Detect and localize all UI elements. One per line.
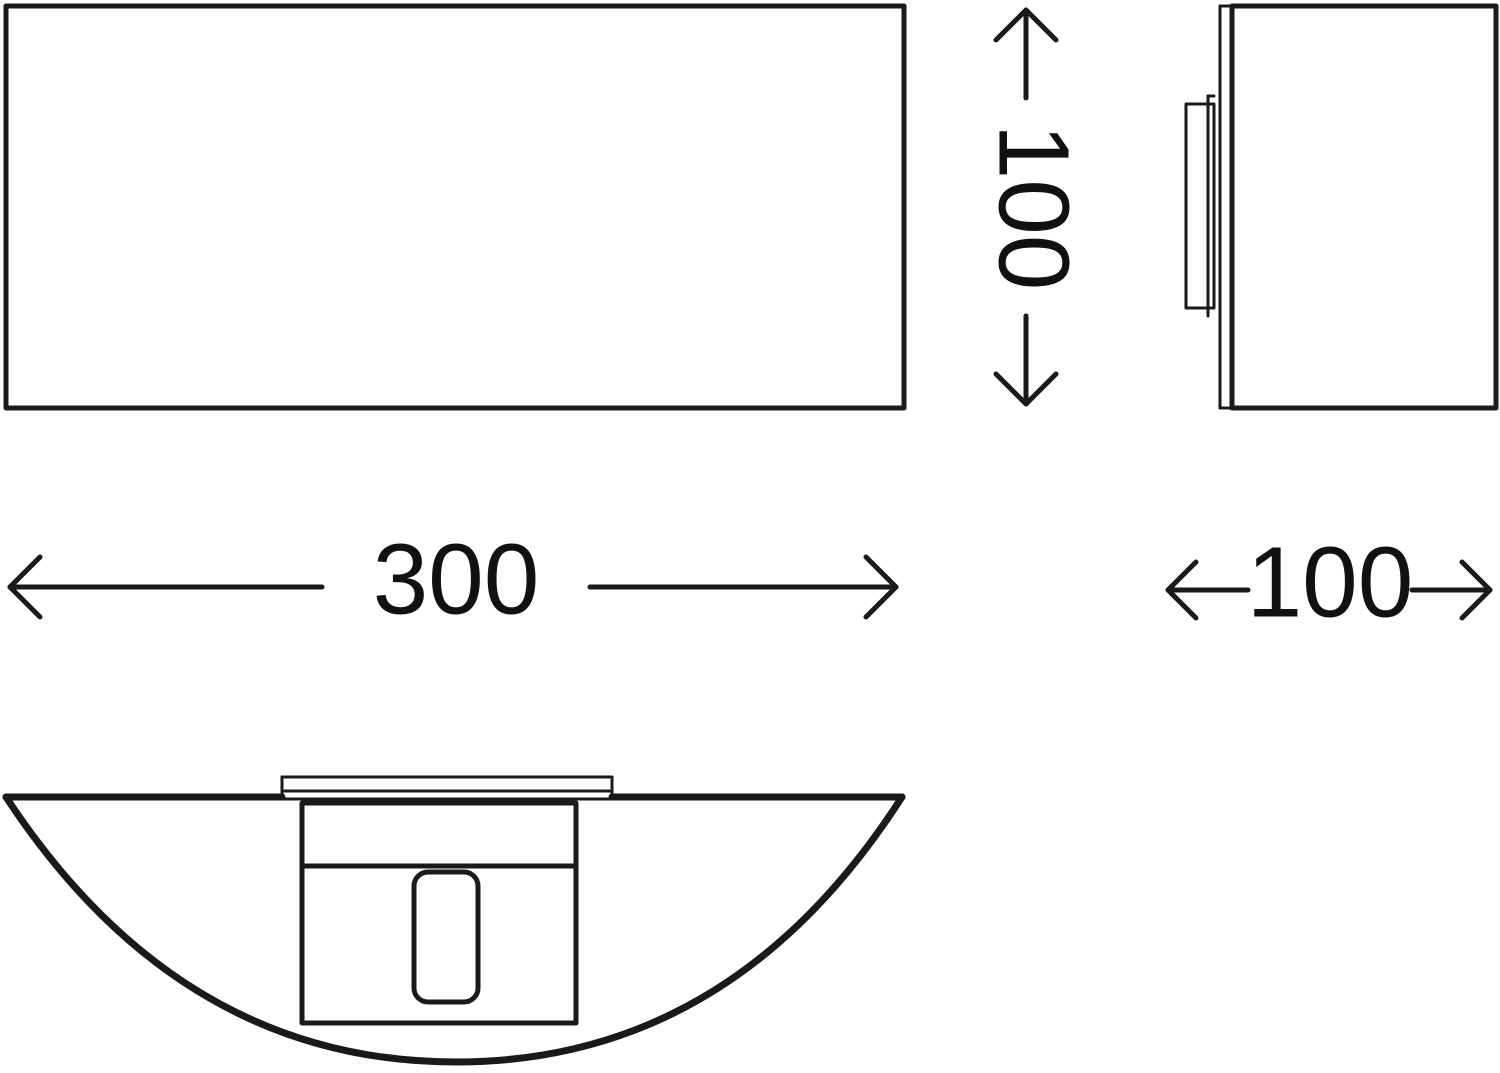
- depth-dimension: 100: [1165, 526, 1493, 638]
- width-dimension: 300: [7, 523, 899, 635]
- height-dimension: 100: [978, 7, 1090, 407]
- side-view-mount-bracket: [1184, 102, 1216, 310]
- side-view-body: [1229, 3, 1499, 411]
- top-view: [2, 775, 906, 1066]
- top-view-light-module: [411, 869, 481, 1005]
- width-arrow-right-head: [863, 554, 899, 620]
- top-view-housing: [299, 800, 579, 1026]
- height-dimension-label: 100: [978, 124, 1090, 291]
- top-view-mount-plate: [280, 775, 614, 801]
- side-view: [1184, 3, 1499, 411]
- width-dimension-label: 300: [373, 523, 540, 635]
- height-arrow-up-head: [993, 7, 1059, 43]
- front-view: [3, 3, 907, 411]
- height-arrow-down-head: [993, 371, 1059, 407]
- depth-dimension-label: 100: [1247, 526, 1414, 638]
- width-arrow-left-head: [7, 554, 43, 620]
- top-view-mount-plate-inner: [280, 775, 614, 793]
- top-view-bowl-curve: [2, 793, 906, 1066]
- depth-arrow-left-head: [1165, 559, 1199, 621]
- depth-arrow-right-head: [1459, 559, 1493, 621]
- front-view-outline: [3, 3, 907, 411]
